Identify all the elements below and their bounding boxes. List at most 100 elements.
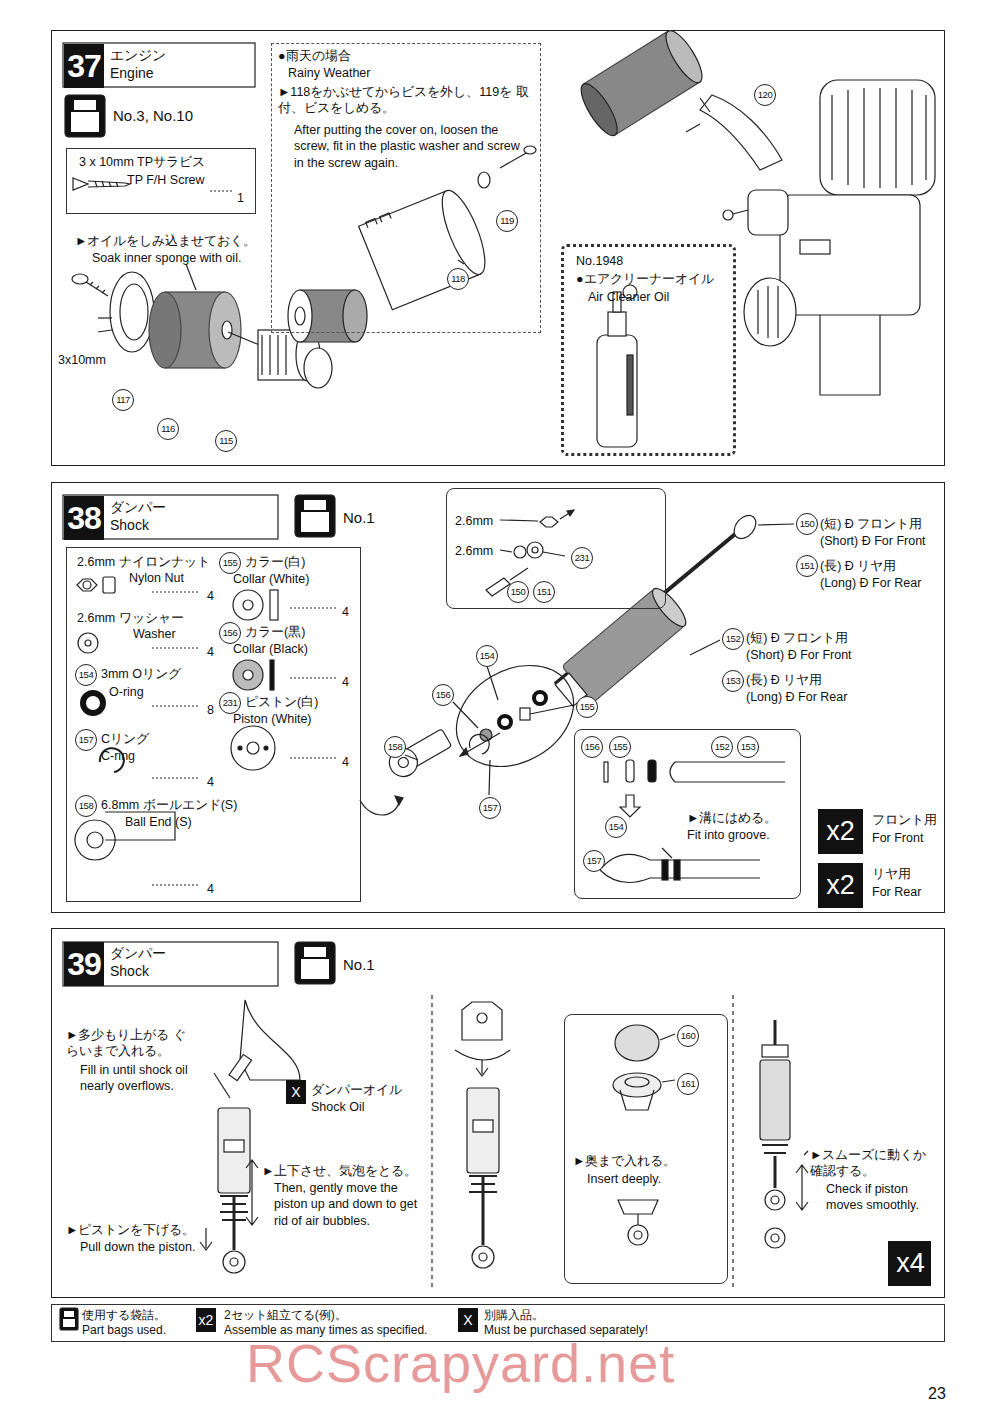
quantity-mark: x2	[818, 809, 863, 854]
watermark: RCScrapyard.net	[246, 1328, 675, 1398]
part-note: (短) Ð フロント用	[746, 630, 848, 646]
callout-number: 117	[112, 389, 134, 411]
note-text: Check if piston moves smoothly.	[826, 1181, 938, 1214]
callout-number: 161	[677, 1073, 699, 1095]
note-title: Rainy Weather	[288, 65, 370, 81]
callout-number: 155	[609, 736, 631, 758]
callout-number: 118	[447, 268, 469, 290]
quantity: 4	[207, 588, 214, 604]
callout-number: 231	[219, 692, 241, 714]
part-note: (長) Ð リヤ用	[820, 558, 896, 574]
step-number: 37	[64, 44, 104, 88]
step-title: エンジン	[110, 46, 166, 64]
part-name: Piston (White)	[233, 711, 312, 727]
note-text: After putting the cover on, loosen the s…	[294, 122, 529, 171]
quantity: 4	[342, 604, 349, 620]
callout-number: 116	[157, 418, 179, 440]
callout-number: 150	[796, 513, 818, 535]
quantity: 8	[207, 702, 214, 718]
part-name: Nylon Nut	[129, 570, 184, 586]
quantity-mark: x4	[888, 1241, 933, 1286]
note-text: ►上下させ、気泡をとる。	[262, 1163, 417, 1179]
note-text: ►オイルをしみ込ませておく。	[75, 233, 256, 249]
part-name: O-ring	[109, 684, 144, 700]
step-number: 38	[64, 496, 104, 540]
purchase-mark: X	[286, 1080, 306, 1104]
legend-text: Part bags used.	[82, 1323, 166, 1338]
detail-inset: 2.6mm2.6mm231150151	[446, 488, 666, 609]
part-name: Cリング	[101, 731, 149, 747]
part-name: 3 x 10mm TPサラビス	[79, 154, 205, 170]
callout-number: 158	[75, 795, 97, 817]
note-text: ►溝にはめる。	[687, 810, 797, 826]
callout-number: 155	[219, 552, 241, 574]
callout-number: 153	[722, 670, 744, 692]
note-text: ►奥まで入れる。	[573, 1153, 676, 1169]
part-note: (Short) Ð For Front	[746, 647, 852, 663]
quantity-note: For Front	[872, 830, 962, 846]
callout-number: 154	[605, 816, 627, 838]
part-note: (短) Ð フロント用	[820, 516, 922, 532]
option-box: No.1948●エアクリーナーオイルAir Cleaner Oil	[561, 244, 736, 456]
quantity-box: x2リヤ用For Rear	[818, 863, 863, 908]
callout-number: 156	[432, 684, 454, 706]
part-note: (Short) Ð For Front	[820, 533, 926, 549]
part-name: TP F/H Screw	[127, 172, 205, 188]
part-note: (Long) Ð For Rear	[820, 575, 921, 591]
part-name: カラー(白)	[245, 554, 305, 570]
quantity: 4	[342, 754, 349, 770]
dimension: 3x10mm	[58, 352, 106, 368]
callout-number: 157	[479, 797, 501, 819]
part-name: 3mm Oリング	[101, 666, 181, 682]
step-title: ダンパー	[110, 498, 166, 516]
callout-number: 155	[576, 696, 598, 718]
note-text: Pull down the piston.	[80, 1239, 195, 1255]
quantity-mark: x2	[818, 863, 863, 908]
note-text: ►スムーズに動くか 確認する。	[810, 1147, 935, 1180]
detail-inset: 156 155 152153 154 ►溝にはめる。Fit into groove. 15…	[574, 729, 801, 899]
callout-number: 154	[476, 645, 498, 667]
legend-text: 使用する袋詰。	[82, 1308, 166, 1323]
note-text: Then, gently move the piston up and down…	[274, 1180, 426, 1229]
note-title: ●雨天の場合	[278, 48, 351, 64]
part-name: Shock Oil	[311, 1099, 365, 1115]
step-title: ダンパー	[110, 944, 166, 962]
purchase-mark: X	[458, 1308, 478, 1332]
part-name: ダンパーオイル	[311, 1082, 402, 1098]
callout-number: 120	[754, 84, 776, 106]
bag-number: No.1	[343, 955, 375, 975]
callout-number: 151	[533, 581, 555, 603]
bag-number: No.1	[343, 508, 375, 528]
part-note: (長) Ð リヤ用	[746, 672, 822, 688]
callout-number: 151	[796, 555, 818, 577]
callout-number: 154	[75, 664, 97, 686]
callout-number: 158	[384, 736, 406, 758]
callout-number: 156	[581, 736, 603, 758]
part-name: 2.6mm ワッシャー	[77, 610, 184, 626]
callout-number: 231	[571, 547, 593, 569]
callout-number: 152	[722, 628, 744, 650]
callout-number: 153	[737, 736, 759, 758]
callout-number: 150	[507, 581, 529, 603]
detail-inset: 160161►奥まで入れる。Insert deeply.	[564, 1014, 728, 1284]
step-title: Shock	[110, 962, 149, 980]
part-name: C-ring	[101, 748, 135, 764]
legend-text: 2セット組立てる(例)。	[224, 1308, 347, 1323]
part-name: Washer	[133, 626, 176, 642]
note-text: Fill in until shock oil nearly overflows…	[80, 1062, 212, 1095]
callout-number: 152	[711, 736, 733, 758]
note-text: ►ピストンを下げる。	[66, 1222, 195, 1238]
part-name: ピストン(白)	[245, 694, 318, 710]
parts-box: 2.6mm ナイロンナットNylon Nut42.6mm ワッシャーWasher…	[66, 547, 361, 902]
quantity-box: x2フロント用For Front	[818, 809, 863, 854]
quantity-box: x4	[888, 1241, 931, 1286]
part-name: カラー(黒)	[245, 624, 305, 640]
step-title: Shock	[110, 516, 149, 534]
callout-number: 156	[219, 622, 241, 644]
note-text: Fit into groove.	[687, 827, 797, 843]
callout-number: 157	[583, 850, 605, 872]
note-text: Soak inner sponge with oil.	[92, 250, 241, 266]
step-title: Engine	[110, 64, 154, 82]
bag-number: No.3, No.10	[113, 106, 193, 126]
note-box: ●雨天の場合Rainy Weather►118をかぶせてからビスを外し、119を…	[271, 43, 541, 333]
